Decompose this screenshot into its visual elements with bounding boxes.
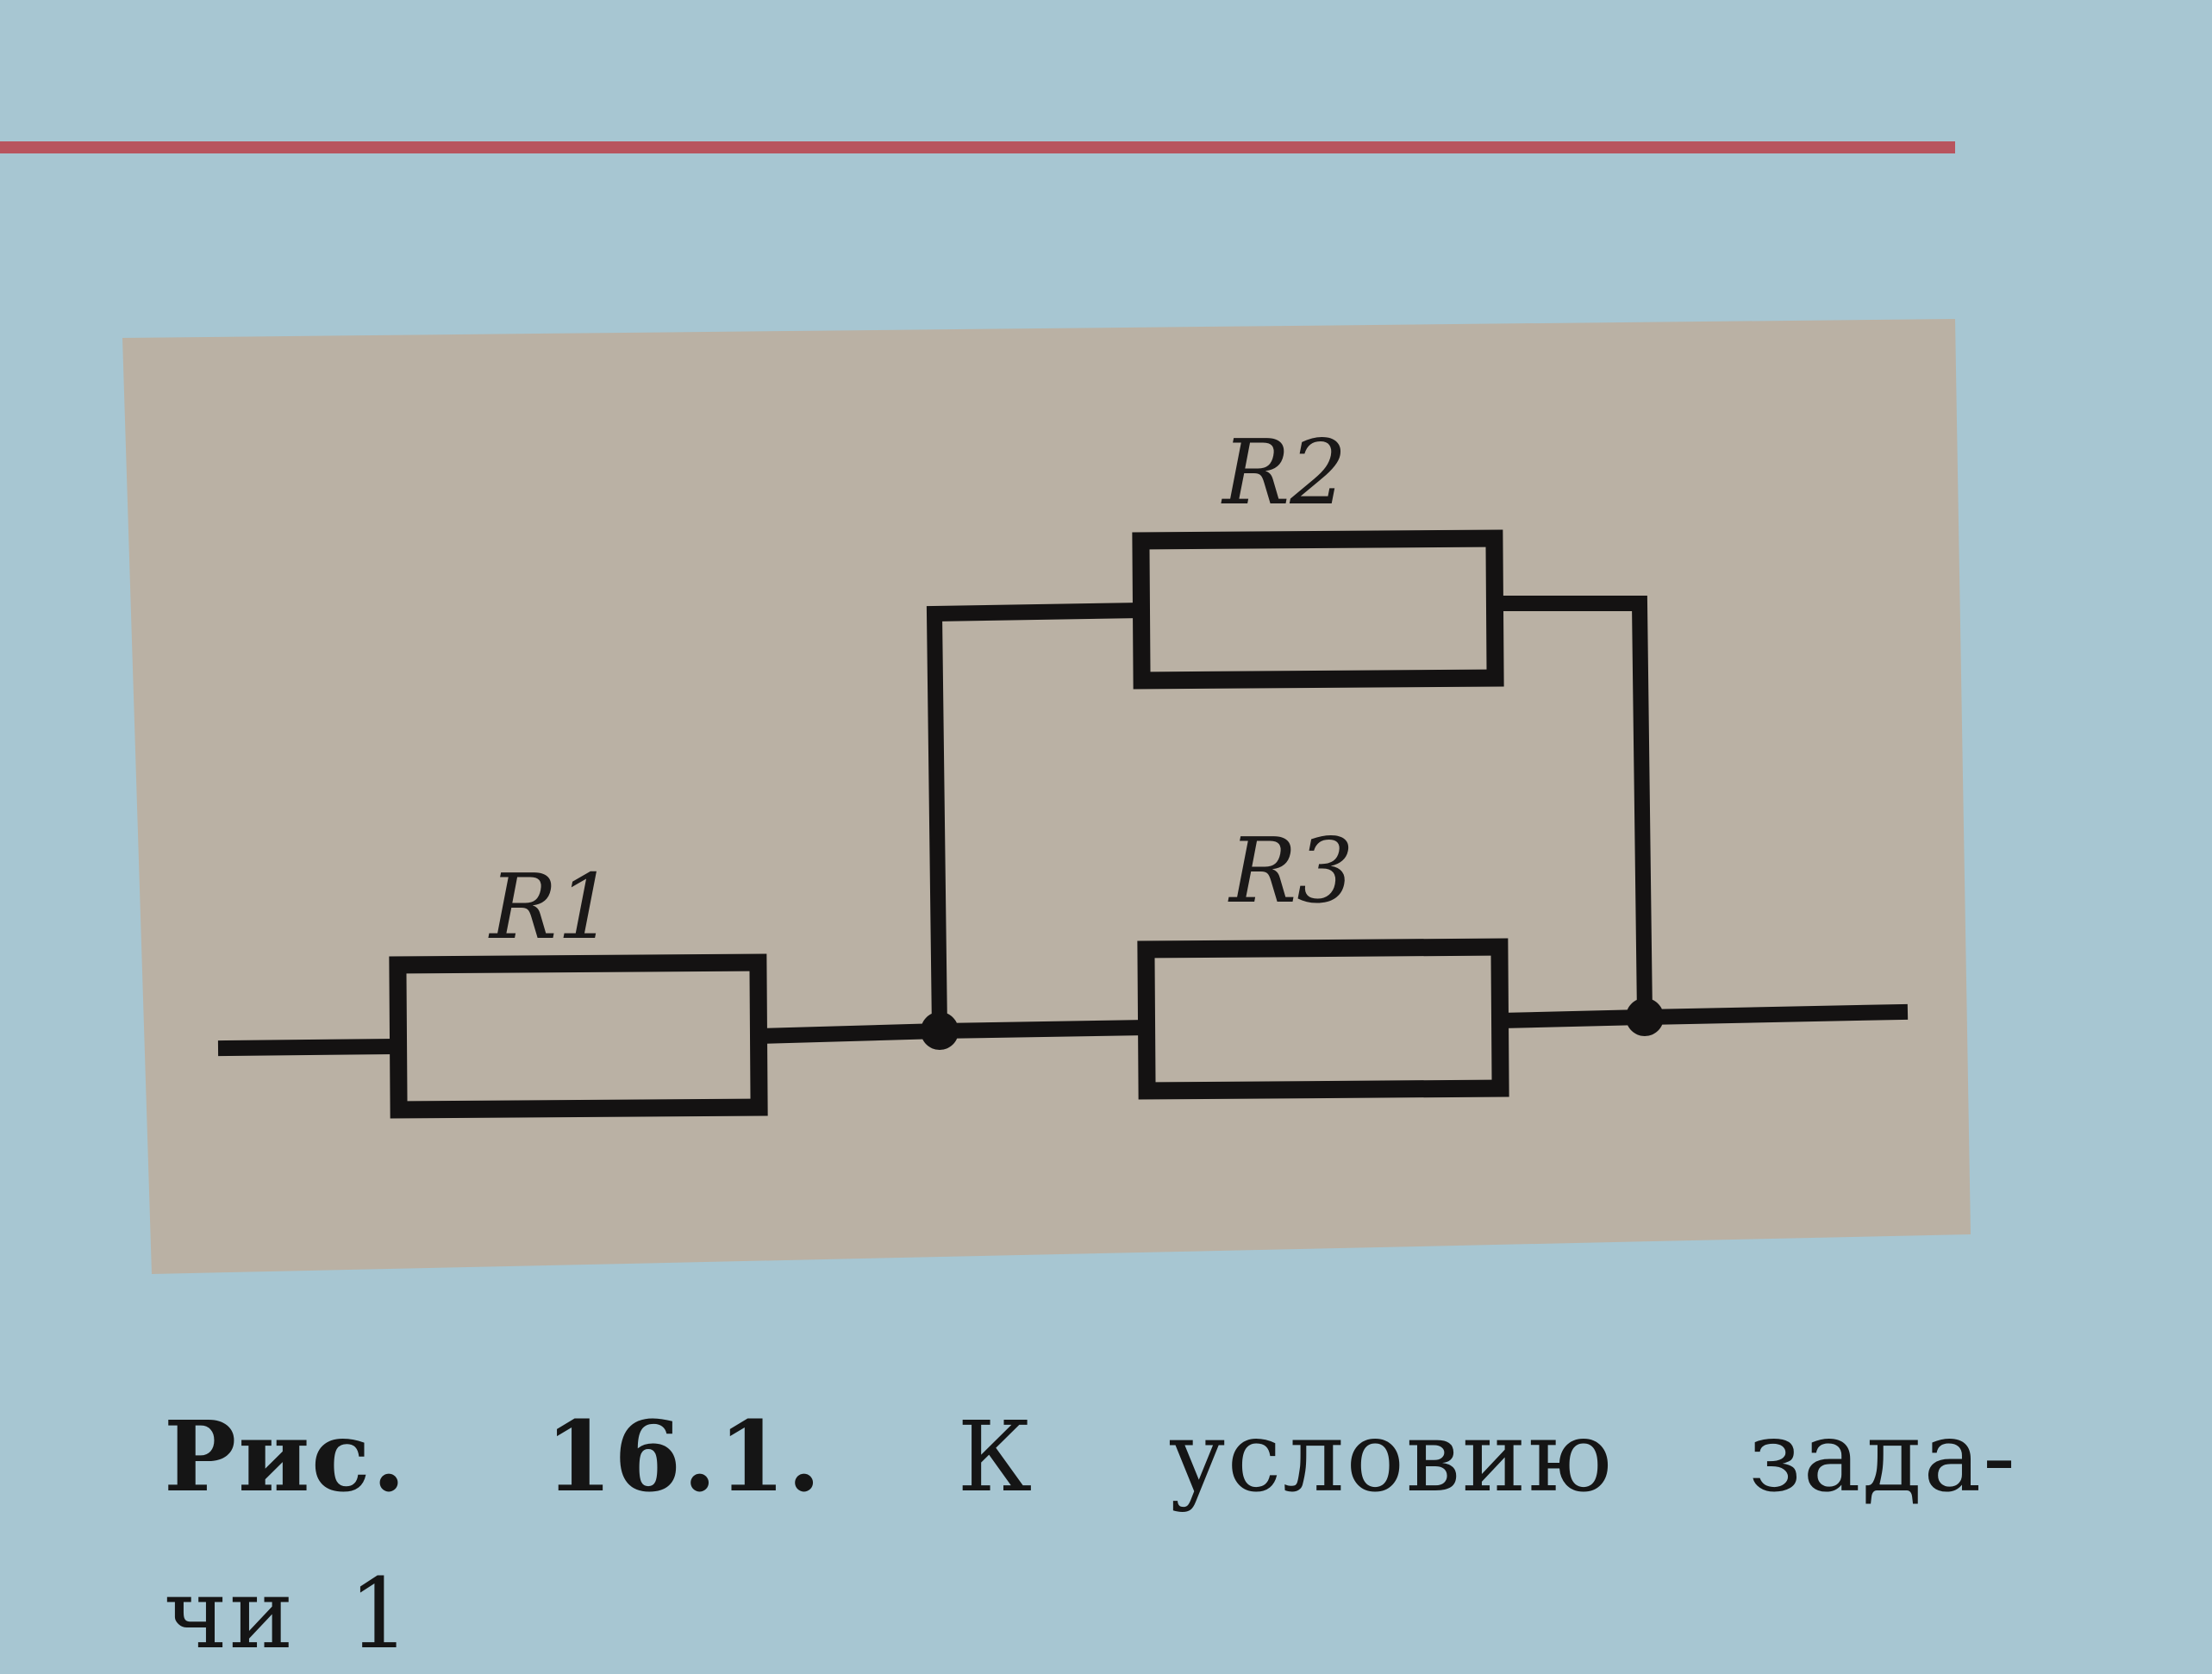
wire-r3-to-node-b <box>1491 1009 1653 1029</box>
wire-r1-to-node-a <box>750 1022 948 1045</box>
figure-caption: Рис. 16.1. К условию зада- чи 1 <box>164 1379 2017 1674</box>
caption-figure-number: Рис. 16.1. <box>164 1401 823 1514</box>
diagram-background <box>122 319 1971 1274</box>
wire-r2-to-node-b <box>1487 596 1653 1026</box>
caption-text-line1: К условию зада- <box>957 1402 2017 1514</box>
label-r2: R2 <box>1221 420 1347 525</box>
wire-output-lead <box>1636 1003 1909 1026</box>
top-rule <box>0 141 1955 153</box>
label-r1: R1 <box>488 854 614 959</box>
label-r3: R3 <box>1228 818 1353 923</box>
resistor-r2 <box>1132 529 1504 690</box>
wire-node-a-to-r2 <box>926 602 1150 1040</box>
resistor-r1 <box>389 953 768 1119</box>
wire-input-lead <box>217 1038 407 1057</box>
resistor-r3 <box>1137 938 1509 1100</box>
junction-node-left <box>921 1012 959 1050</box>
junction-node-right <box>1626 998 1664 1036</box>
caption-text-line2: чи 1 <box>164 1558 412 1671</box>
wire-node-a-to-r3 <box>931 1019 1155 1040</box>
